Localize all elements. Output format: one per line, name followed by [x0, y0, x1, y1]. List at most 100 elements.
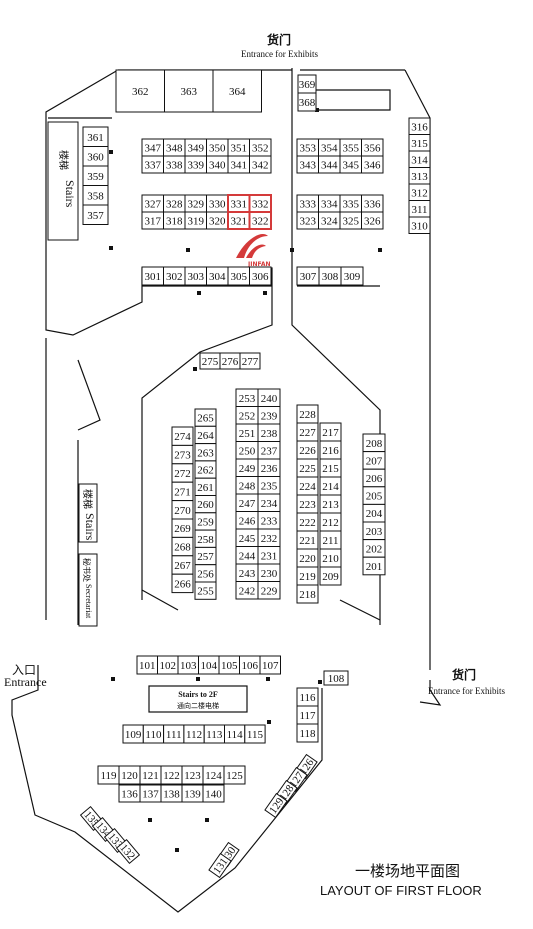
booth-340[interactable]: 340 — [206, 155, 229, 174]
booth-204[interactable]: 204 — [362, 503, 386, 523]
booth-323[interactable]: 323 — [296, 211, 319, 230]
booth-343[interactable]: 343 — [296, 155, 319, 174]
booth-319[interactable]: 319 — [184, 211, 207, 230]
booth-348[interactable]: 348 — [163, 138, 186, 157]
booth-107[interactable]: 107 — [259, 655, 281, 675]
booth-321[interactable]: 321 — [227, 211, 251, 230]
booth-364[interactable]: 364 — [212, 69, 262, 113]
booth-218[interactable]: 218 — [296, 584, 319, 604]
booth-244[interactable]: 244 — [235, 546, 259, 565]
booth-117[interactable]: 117 — [296, 705, 319, 725]
booth-270[interactable]: 270 — [171, 500, 194, 520]
booth-350[interactable]: 350 — [206, 138, 229, 157]
booth-262[interactable]: 262 — [194, 460, 217, 479]
booth-317[interactable]: 317 — [141, 211, 164, 230]
booth-349[interactable]: 349 — [184, 138, 207, 157]
booth-221[interactable]: 221 — [296, 530, 319, 550]
booth-344[interactable]: 344 — [318, 155, 341, 174]
booth-338[interactable]: 338 — [163, 155, 186, 174]
booth-228[interactable]: 228 — [296, 404, 319, 424]
booth-220[interactable]: 220 — [296, 548, 319, 568]
booth-312[interactable]: 312 — [408, 183, 431, 201]
booth-248[interactable]: 248 — [235, 476, 259, 495]
booth-309[interactable]: 309 — [340, 266, 364, 286]
booth-137[interactable]: 137 — [139, 784, 162, 803]
booth-206[interactable]: 206 — [362, 468, 386, 488]
booth-301[interactable]: 301 — [141, 266, 164, 286]
booth-103[interactable]: 103 — [177, 655, 199, 675]
booth-362[interactable]: 362 — [115, 69, 165, 113]
booth-335[interactable]: 335 — [339, 194, 362, 213]
booth-264[interactable]: 264 — [194, 425, 217, 445]
booth-227[interactable]: 227 — [296, 422, 319, 442]
booth-252[interactable]: 252 — [235, 406, 259, 425]
booth-231[interactable]: 231 — [257, 546, 281, 565]
booth-266[interactable]: 266 — [171, 573, 194, 594]
booth-269[interactable]: 269 — [171, 518, 194, 538]
booth-267[interactable]: 267 — [171, 555, 194, 575]
booth-114[interactable]: 114 — [224, 724, 246, 744]
booth-109[interactable]: 109 — [122, 724, 144, 744]
booth-104[interactable]: 104 — [198, 655, 220, 675]
booth-115[interactable]: 115 — [244, 724, 266, 744]
booth-271[interactable]: 271 — [171, 481, 194, 502]
booth-213[interactable]: 213 — [319, 494, 342, 514]
booth-209[interactable]: 209 — [319, 566, 342, 586]
booth-311[interactable]: 311 — [408, 200, 431, 218]
booth-261[interactable]: 261 — [194, 477, 217, 497]
booth-314[interactable]: 314 — [408, 150, 431, 168]
booth-120[interactable]: 120 — [118, 765, 141, 785]
booth-333[interactable]: 333 — [296, 194, 319, 213]
booth-125[interactable]: 125 — [223, 765, 246, 785]
booth-122[interactable]: 122 — [160, 765, 183, 785]
booth-328[interactable]: 328 — [163, 194, 186, 213]
booth-118[interactable]: 118 — [296, 723, 319, 743]
booth-106[interactable]: 106 — [239, 655, 261, 675]
booth-239[interactable]: 239 — [257, 406, 281, 425]
booth-205[interactable]: 205 — [362, 486, 386, 505]
booth-123[interactable]: 123 — [181, 765, 204, 785]
booth-202[interactable]: 202 — [362, 539, 386, 558]
booth-337[interactable]: 337 — [141, 155, 164, 174]
booth-238[interactable]: 238 — [257, 423, 281, 442]
booth-345[interactable]: 345 — [339, 155, 362, 174]
booth-265[interactable]: 265 — [194, 408, 217, 427]
booth-119[interactable]: 119 — [97, 765, 120, 785]
booth-305[interactable]: 305 — [227, 266, 250, 286]
booth-318[interactable]: 318 — [163, 211, 186, 230]
booth-259[interactable]: 259 — [194, 512, 217, 531]
booth-339[interactable]: 339 — [184, 155, 207, 174]
booth-215[interactable]: 215 — [319, 458, 342, 478]
booth-236[interactable]: 236 — [257, 458, 281, 477]
booth-274[interactable]: 274 — [171, 426, 194, 446]
booth-201[interactable]: 201 — [362, 556, 386, 576]
booth-240[interactable]: 240 — [257, 388, 281, 407]
booth-225[interactable]: 225 — [296, 458, 319, 478]
booth-235[interactable]: 235 — [257, 476, 281, 495]
booth-224[interactable]: 224 — [296, 476, 319, 496]
booth-358[interactable]: 358 — [82, 185, 109, 206]
booth-140[interactable]: 140 — [202, 784, 225, 803]
booth-102[interactable]: 102 — [157, 655, 179, 675]
booth-105[interactable]: 105 — [218, 655, 240, 675]
booth-251[interactable]: 251 — [235, 423, 259, 442]
booth-242[interactable]: 242 — [235, 581, 259, 600]
booth-257[interactable]: 257 — [194, 546, 217, 566]
booth-363[interactable]: 363 — [164, 69, 214, 113]
booth-230[interactable]: 230 — [257, 563, 281, 582]
booth-203[interactable]: 203 — [362, 521, 386, 541]
booth-234[interactable]: 234 — [257, 493, 281, 512]
booth-302[interactable]: 302 — [163, 266, 186, 286]
booth-112[interactable]: 112 — [183, 724, 205, 744]
booth-108[interactable]: 108 — [323, 670, 349, 686]
booth-275[interactable]: 275 — [199, 352, 221, 370]
booth-359[interactable]: 359 — [82, 165, 109, 186]
booth-330[interactable]: 330 — [206, 194, 229, 213]
booth-369[interactable]: 369 — [297, 74, 317, 94]
booth-247[interactable]: 247 — [235, 493, 259, 512]
booth-211[interactable]: 211 — [319, 530, 342, 550]
booth-245[interactable]: 245 — [235, 528, 259, 547]
booth-226[interactable]: 226 — [296, 440, 319, 460]
booth-273[interactable]: 273 — [171, 444, 194, 465]
booth-304[interactable]: 304 — [206, 266, 229, 286]
